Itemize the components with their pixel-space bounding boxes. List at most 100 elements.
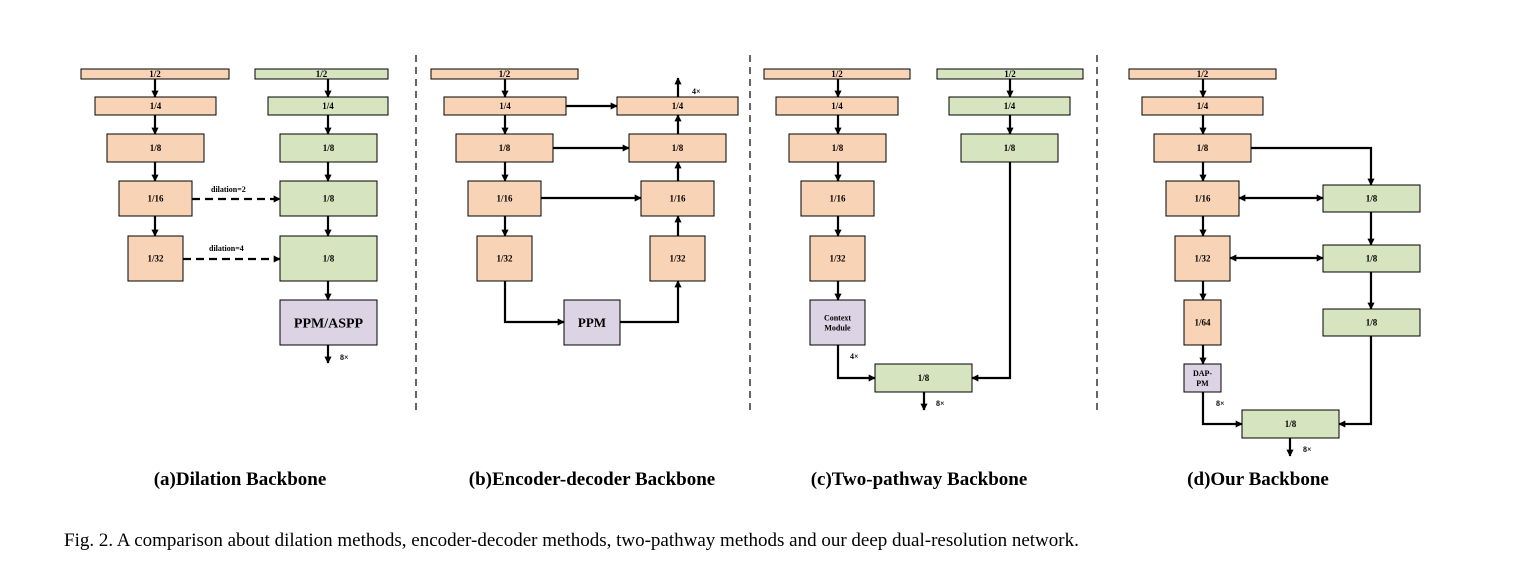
a-dilation-label-2: dilation=4 [209,244,244,253]
d-high-res-box-3-label: 1/8 [1366,318,1378,328]
d-high-to-merge [1338,336,1373,428]
a-encoder-box-3-label: 1/8 [150,143,162,153]
a-encoder-box-1: 1/2 [80,68,230,80]
d-low-res-box-2-label: 1/4 [1197,101,1209,111]
d-low-res-box-4-label: 1/16 [1194,194,1211,204]
b-decoder-box-2: 1/8 [628,133,727,163]
c-context-to-merge [836,345,876,382]
c-context-path-box-5-label: 1/32 [829,254,846,264]
a-upsample-label: 8× [340,353,349,362]
a-encoder-box-4-label: 1/16 [147,194,164,204]
a-encoder-box-5: 1/32 [127,235,184,282]
c-context-module-box-label-2: Module [824,323,851,332]
a-encoder-box-3: 1/8 [106,133,205,163]
c-context-path-box-4: 1/16 [800,180,875,217]
b-decoder-box-3-label: 1/16 [669,194,686,204]
d-upsample-head-label: 8× [1216,399,1225,408]
b-panel-title: (b)Encoder-decoder Backbone [469,469,715,490]
d-dappm-box: DAP-PM [1183,363,1222,393]
a-dilation-label-1: dilation=2 [211,185,246,194]
c-context-path-box-2-label: 1/4 [831,101,843,111]
d-merge-box-label: 1/8 [1285,419,1297,429]
d-upsample-label: 8× [1303,445,1312,454]
a-encoder-box-2: 1/4 [94,96,217,116]
b-encoder-box-4-label: 1/16 [496,194,513,204]
b-ppm-box-label: PPM [578,315,606,330]
d-low-res-box-1-label: 1/2 [1197,69,1209,79]
figure-caption: Fig. 2. A comparison about dilation meth… [64,530,1079,551]
a-ppm-aspp-box: PPM/ASPP [279,299,378,346]
b-decoder-box-4: 1/32 [649,235,706,282]
d-dappm-box-label-2: PM [1196,379,1209,388]
d-low-res-box-2: 1/4 [1141,96,1264,116]
b-decoder-box-2-label: 1/8 [672,143,684,153]
b-encoder-box-2: 1/4 [443,96,567,116]
b-upsample-label: 4× [692,87,701,96]
d-low-res-box-6: 1/64 [1183,299,1222,346]
c-context-path-box-1: 1/2 [763,68,911,80]
c-upsample-label: 8× [936,399,945,408]
d-merge-box: 1/8 [1241,409,1340,439]
d-low-res-box-1: 1/2 [1128,68,1277,80]
d-panel-title: (d)Our Backbone [1187,469,1329,490]
d-low-res-box-5: 1/32 [1174,235,1231,282]
a-encoder-box-5-label: 1/32 [147,254,164,264]
c-context-path-box-1-label: 1/2 [831,69,843,79]
c-spatial-path-box-1-label: 1/2 [1004,69,1016,79]
c-spatial-to-merge [971,162,1012,382]
d-low-res-box-3-label: 1/8 [1197,143,1209,153]
c-merge-box-label: 1/8 [918,373,930,383]
a-dilated-box-1-label: 1/2 [316,69,328,79]
b-encoder-box-3: 1/8 [455,133,554,163]
d-high-res-box-2: 1/8 [1322,244,1421,273]
c-spatial-path-box-3: 1/8 [960,133,1059,163]
c-context-module-box-label-1: Context [824,313,851,322]
a-dilated-box-4: 1/8 [279,180,378,217]
c-spatial-path-box-1: 1/2 [936,68,1084,80]
b-to-ppm-arrow [503,281,565,326]
d-high-res-box-1: 1/8 [1322,184,1421,213]
a-dilated-box-3-label: 1/8 [323,143,335,153]
d-dappm-box-label-1: DAP- [1193,369,1212,378]
b-encoder-box-5-label: 1/32 [496,254,513,264]
a-encoder-box-1-label: 1/2 [149,69,161,79]
a-dilated-box-1: 1/2 [254,68,389,80]
c-merge-box: 1/8 [874,363,973,393]
b-decoder-box-3: 1/16 [640,180,715,217]
c-context-path-box-2: 1/4 [775,96,899,116]
b-from-ppm-arrow [620,280,682,324]
a-dilated-box-5: 1/8 [279,235,378,282]
a-dilated-box-3: 1/8 [279,133,378,163]
b-encoder-box-3-label: 1/8 [499,143,511,153]
c-spatial-path-box-3-label: 1/8 [1004,143,1016,153]
c-context-path-box-4-label: 1/16 [829,194,846,204]
b-encoder-box-1-label: 1/2 [499,69,511,79]
a-dilated-box-2-label: 1/4 [322,101,334,111]
d-high-res-box-2-label: 1/8 [1366,254,1378,264]
b-ppm-box: PPM [563,299,621,346]
b-encoder-box-1: 1/2 [430,68,579,80]
c-panel-title: (c)Two-pathway Backbone [811,469,1028,490]
b-decoder-box-1-label: 1/4 [672,101,684,111]
b-encoder-box-4: 1/16 [467,180,542,217]
d-high-res-box-3: 1/8 [1322,308,1421,337]
c-upsample-ctx-label: 4× [850,352,859,361]
a-ppm-aspp-box-label: PPM/ASPP [294,316,364,331]
a-encoder-box-2-label: 1/4 [150,101,162,111]
a-panel-title: (a)Dilation Backbone [154,469,327,490]
a-encoder-box-4: 1/16 [118,180,193,217]
d-low-res-box-6-label: 1/64 [1194,318,1211,328]
c-spatial-path-box-2-label: 1/4 [1004,101,1016,111]
c-context-path-box-3-label: 1/8 [832,143,844,153]
c-context-path-box-3: 1/8 [788,133,887,163]
d-low-res-box-5-label: 1/32 [1194,254,1211,264]
b-decoder-box-1: 1/4 [616,96,739,116]
b-encoder-box-2-label: 1/4 [499,101,511,111]
a-dilated-box-5-label: 1/8 [323,254,335,264]
d-dappm-to-merge [1201,392,1243,428]
b-decoder-box-4-label: 1/32 [669,254,686,264]
c-context-path-box-5: 1/32 [809,235,866,282]
d-high-res-box-1-label: 1/8 [1366,194,1378,204]
